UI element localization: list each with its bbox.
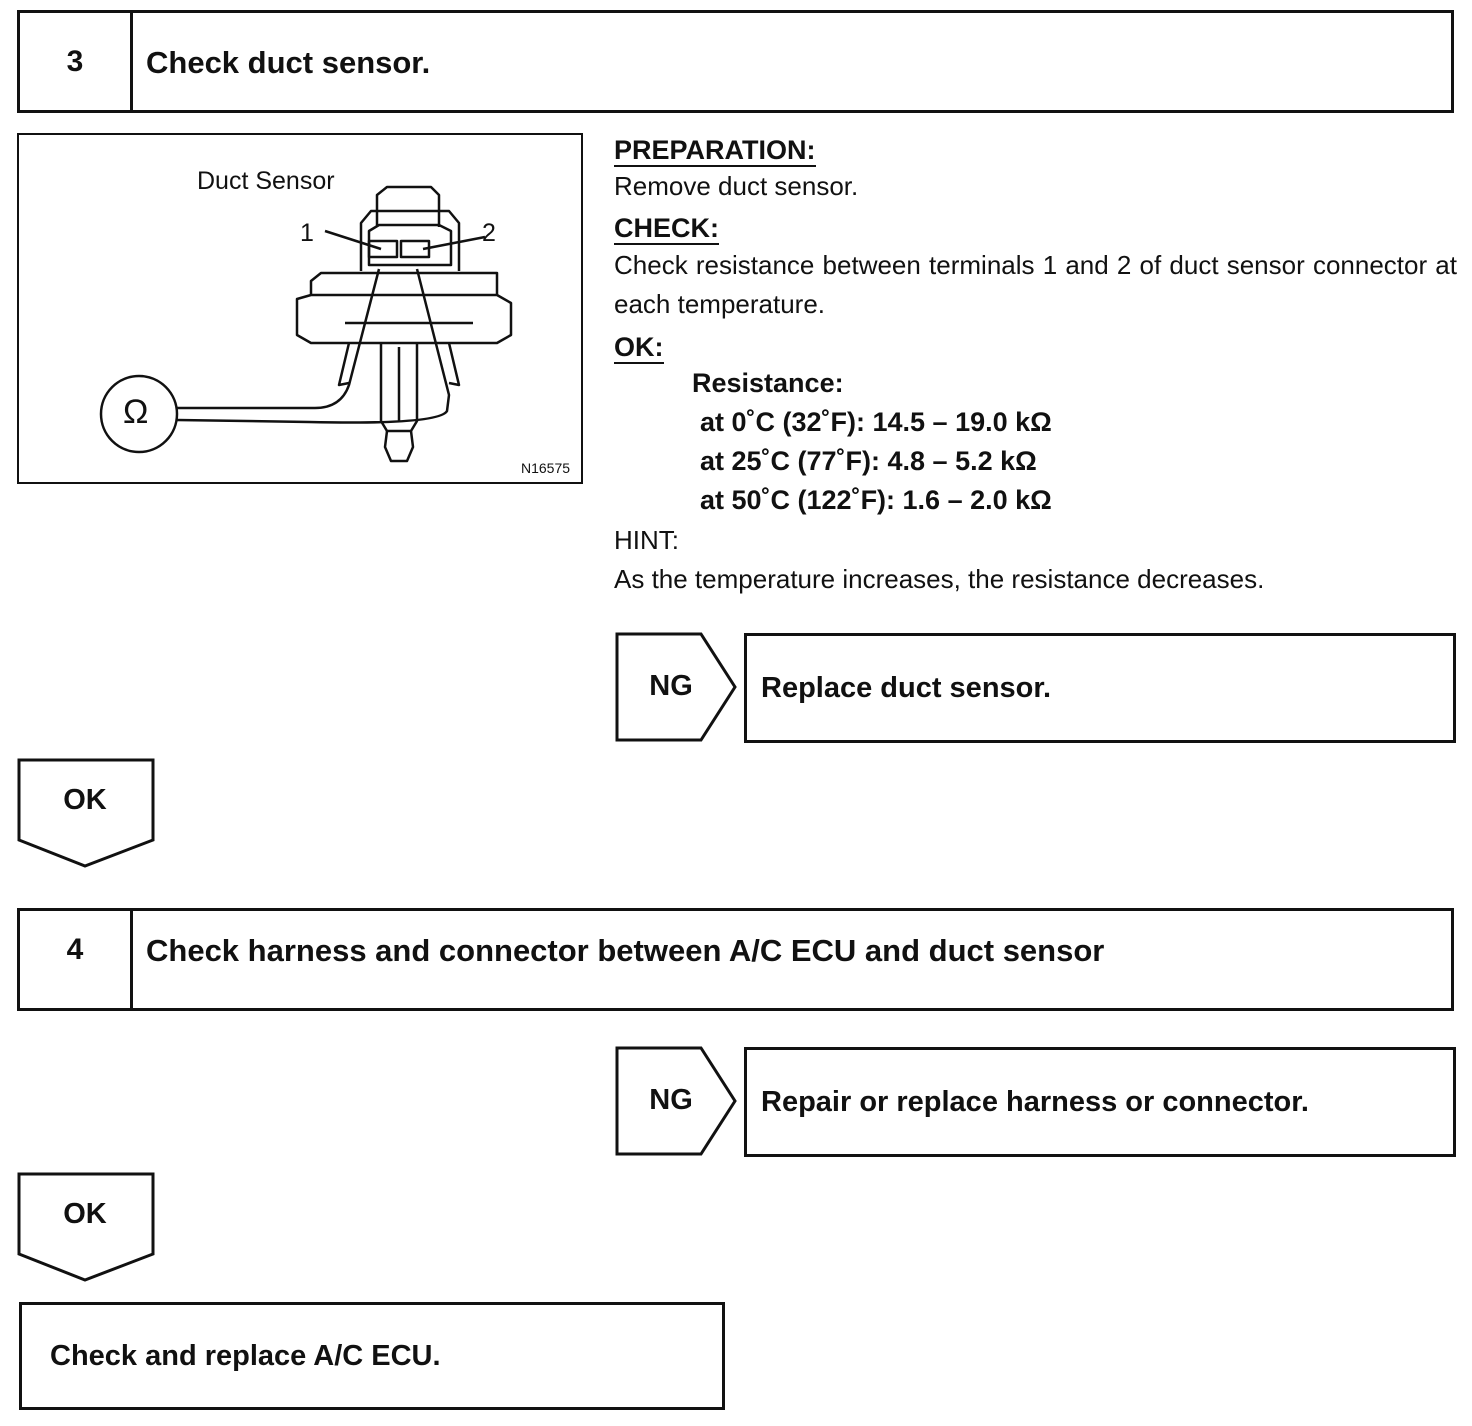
ng-flag: NG bbox=[615, 1046, 739, 1156]
spec-line-50c: at 50˚C (122˚F): 1.6 – 2.0 kΩ bbox=[700, 485, 1052, 515]
preparation-text: Remove duct sensor. bbox=[614, 171, 859, 201]
ohmmeter-icon: Ω bbox=[123, 393, 149, 431]
terminal-2-label: 2 bbox=[482, 219, 496, 247]
ng-arrow-shape bbox=[615, 632, 737, 742]
ok-heading: OK: bbox=[614, 328, 664, 367]
check-heading: CHECK: bbox=[614, 209, 719, 248]
ok-label: OK bbox=[63, 784, 107, 816]
figure-code: N16575 bbox=[521, 460, 571, 476]
preparation-heading-text: PREPARATION: bbox=[614, 135, 816, 167]
ng-action-box: Repair or replace harness or connector. bbox=[744, 1047, 1456, 1157]
figure-label: Duct Sensor bbox=[197, 167, 335, 195]
step-4-header: 4 Check harness and connector between A/… bbox=[17, 908, 1454, 1011]
step-title: Check duct sensor. bbox=[146, 45, 431, 80]
ng-action-box: Replace duct sensor. bbox=[744, 633, 1456, 743]
ok-flag: OK bbox=[17, 758, 157, 870]
final-action-box: Check and replace A/C ECU. bbox=[19, 1302, 725, 1410]
resistance-heading: Resistance: bbox=[692, 368, 844, 398]
duct-sensor-illustration bbox=[99, 185, 513, 463]
ok-label: OK bbox=[63, 1198, 107, 1230]
ng-label: NG bbox=[649, 670, 693, 702]
ng-flag: NG bbox=[615, 632, 739, 742]
step-title: Check harness and connector between A/C … bbox=[146, 933, 1105, 968]
ok-flag: OK bbox=[17, 1172, 157, 1284]
check-text: Check resistance between terminals 1 and… bbox=[614, 250, 1457, 319]
ng-arrow-shape bbox=[615, 1046, 737, 1156]
spec-line-0c: at 0˚C (32˚F): 14.5 – 19.0 kΩ bbox=[700, 407, 1052, 437]
step-number: 4 bbox=[20, 911, 133, 1008]
ng-label: NG bbox=[649, 1084, 693, 1116]
hint-text: As the temperature increases, the resist… bbox=[614, 564, 1265, 594]
terminal-1-label: 1 bbox=[300, 219, 314, 247]
step-number: 3 bbox=[20, 13, 133, 110]
hint-heading: HINT: bbox=[614, 525, 679, 555]
step-3-header: 3 Check duct sensor. bbox=[17, 10, 1454, 113]
duct-sensor-figure: Duct Sensor 1 2 Ω N16575 bbox=[17, 133, 583, 484]
spec-line-25c: at 25˚C (77˚F): 4.8 – 5.2 kΩ bbox=[700, 446, 1037, 476]
ok-heading-text: OK: bbox=[614, 332, 664, 364]
check-heading-text: CHECK: bbox=[614, 213, 719, 245]
preparation-heading: PREPARATION: bbox=[614, 131, 816, 170]
ok-arrow-shape bbox=[17, 1172, 155, 1282]
ok-arrow-shape bbox=[17, 758, 155, 868]
